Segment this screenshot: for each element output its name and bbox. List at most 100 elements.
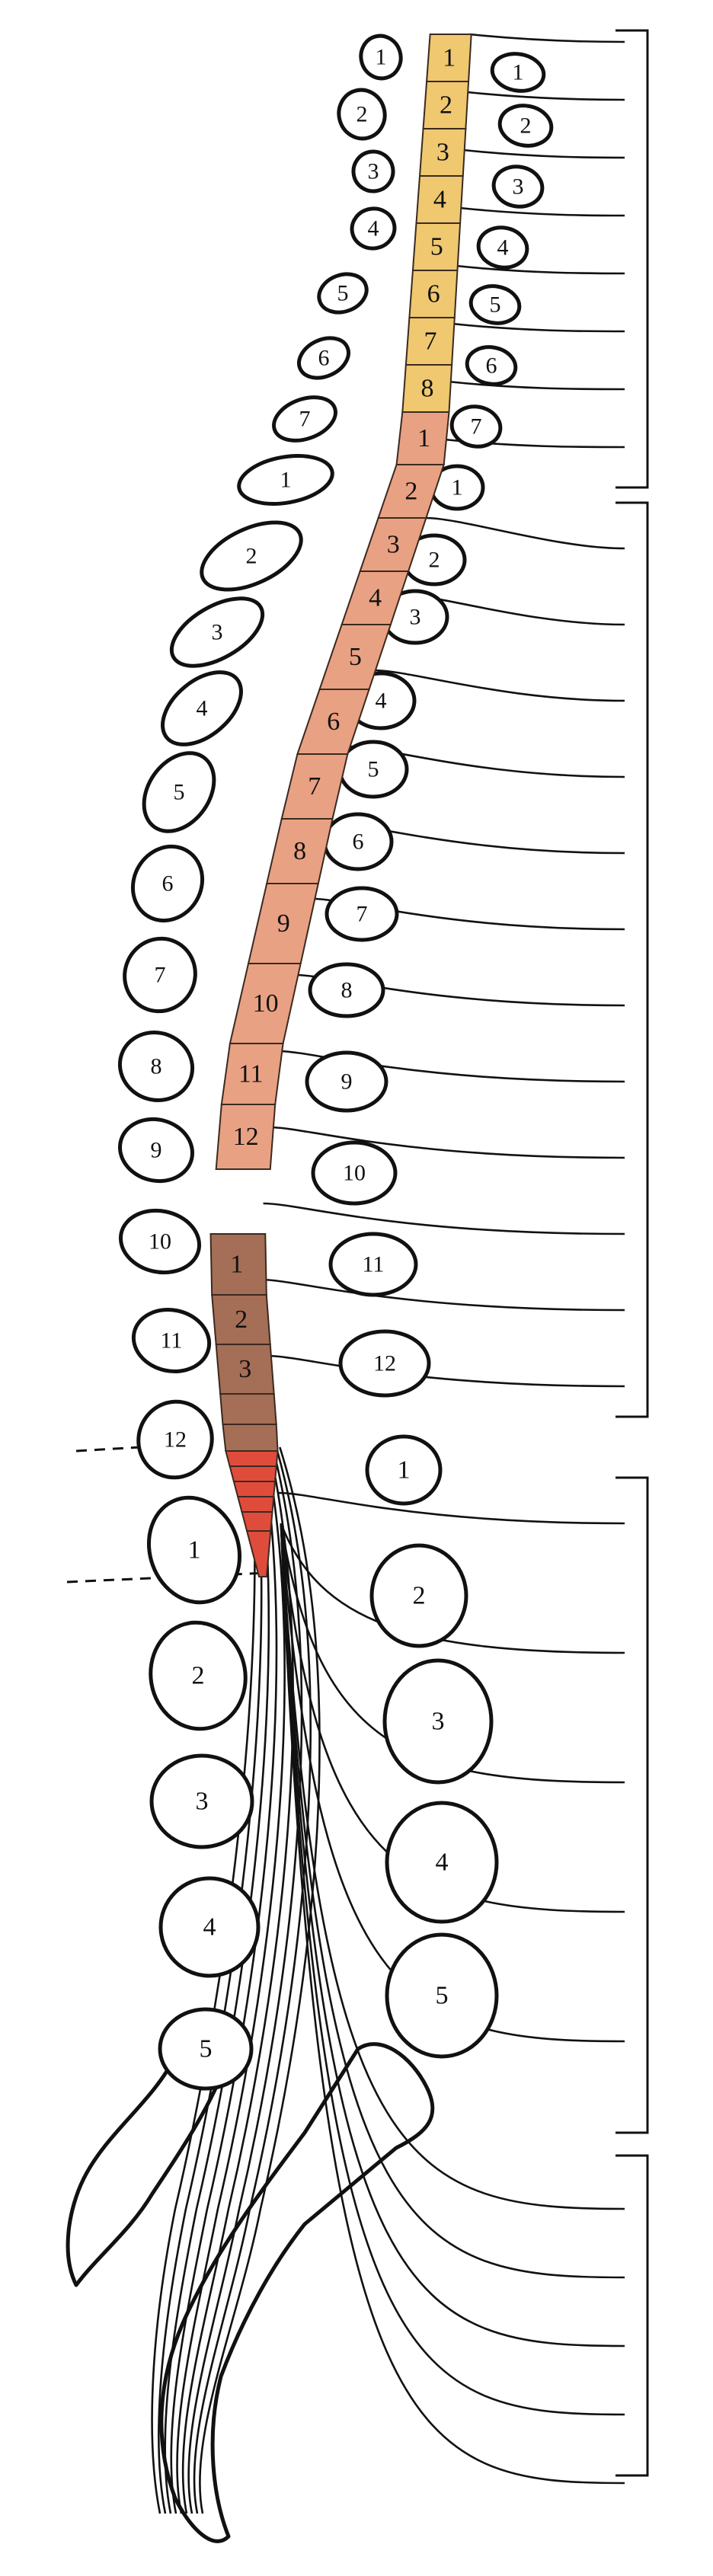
cord-lumbar-1-label: 1 bbox=[230, 1251, 243, 1279]
vertebra-lumbar-posterior-4-label: 4 bbox=[203, 1913, 216, 1942]
nerve-root-6 bbox=[452, 322, 625, 333]
vertebra-lumbar-anterior-2: 2 bbox=[369, 1543, 468, 1648]
nerve-root-7 bbox=[448, 380, 625, 391]
vertebra-cervical-posterior-3: 3 bbox=[351, 149, 395, 193]
vertebra-thoracic-anterior-10: 10 bbox=[311, 1140, 398, 1206]
vertebra-lumbar-anterior-4: 4 bbox=[385, 1801, 499, 1924]
vertebra-thoracic-posterior-10: 10 bbox=[118, 1208, 202, 1275]
cauda-equina-fiber-9 bbox=[199, 1446, 321, 2514]
cord-sacral-band-6 bbox=[245, 1530, 272, 1577]
vertebra-thoracic-anterior-1-label: 1 bbox=[452, 475, 463, 500]
cord-cervical-1-label: 1 bbox=[443, 44, 456, 72]
cauda-equina-fiber-8 bbox=[193, 1446, 312, 2514]
vertebra-thoracic-posterior-12: 12 bbox=[136, 1399, 214, 1480]
cord-thoracic-12 bbox=[215, 1104, 277, 1170]
vertebra-thoracic-anterior-4-label: 4 bbox=[376, 689, 387, 714]
cord-sacral-band-2 bbox=[229, 1465, 277, 1482]
cauda-equina-fiber-3 bbox=[164, 1446, 270, 2514]
nerve-root-18 bbox=[263, 1202, 625, 1235]
vertebra-thoracic-posterior-7-label: 7 bbox=[155, 963, 166, 988]
nerve-root-4 bbox=[459, 206, 625, 217]
conus-level-line-upper bbox=[75, 1446, 142, 1453]
vertebra-thoracic-posterior-9: 9 bbox=[117, 1117, 195, 1184]
cauda-equina-fiber-6 bbox=[181, 1446, 294, 2514]
vertebra-lumbar-anterior-3-label: 3 bbox=[432, 1708, 445, 1736]
cord-thoracic-10-label: 10 bbox=[253, 989, 279, 1018]
vertebra-thoracic-posterior-11-label: 11 bbox=[161, 1328, 183, 1354]
vertebra-thoracic-anterior-6: 6 bbox=[322, 812, 394, 871]
cord-sacral-band-1 bbox=[225, 1450, 279, 1467]
vertebra-lumbar-anterior-5-label: 5 bbox=[436, 1982, 449, 2010]
vertebra-thoracic-posterior-6: 6 bbox=[130, 844, 205, 923]
vertebra-thoracic-anterior-9: 9 bbox=[305, 1050, 388, 1113]
vertebra-thoracic-posterior-8: 8 bbox=[117, 1031, 195, 1102]
sacrum-outline bbox=[66, 2042, 435, 2543]
nerve-root-27 bbox=[280, 1523, 625, 2279]
vertebra-lumbar-anterior-1: 1 bbox=[365, 1434, 443, 1506]
vertebra-thoracic-posterior-3: 3 bbox=[169, 596, 265, 668]
vertebra-thoracic-posterior-4-label: 4 bbox=[197, 696, 208, 721]
vertebra-thoracic-anterior-2: 2 bbox=[401, 533, 467, 586]
vertebra-cervical-anterior-4: 4 bbox=[476, 225, 529, 270]
region-brackets bbox=[615, 29, 649, 2477]
vertebra-lumbar-posterior-2-label: 2 bbox=[192, 1662, 205, 1690]
vertebra-cervical-posterior-5-label: 5 bbox=[337, 281, 349, 306]
vertebra-thoracic-posterior-1-label: 1 bbox=[280, 468, 292, 493]
cord-lumbar-unlabeled-a bbox=[219, 1393, 277, 1425]
vertebra-cervical-anterior-4-label: 4 bbox=[497, 235, 509, 260]
nerve-root-20 bbox=[267, 1354, 625, 1388]
vertebra-lumbar-posterior-1-label: 1 bbox=[188, 1536, 201, 1564]
cord-thoracic-1-label: 1 bbox=[417, 424, 430, 452]
vertebra-thoracic-anterior-12: 12 bbox=[338, 1329, 431, 1398]
vertebra-lumbar-anterior-4-label: 4 bbox=[436, 1849, 449, 1877]
vertebra-cervical-anterior-1-label: 1 bbox=[513, 60, 524, 85]
vertebra-thoracic-posterior-7: 7 bbox=[123, 936, 197, 1014]
vertebra-thoracic-posterior-4: 4 bbox=[161, 670, 243, 746]
vertebra-lumbar-anterior-3: 3 bbox=[382, 1658, 494, 1785]
nerve-root-28 bbox=[280, 1523, 625, 2347]
vertebra-thoracic-posterior-11: 11 bbox=[131, 1308, 212, 1373]
vertebra-cervical-posterior-1-label: 1 bbox=[376, 45, 387, 70]
vertebra-lumbar-posterior-3-label: 3 bbox=[196, 1788, 209, 1816]
vertebra-thoracic-posterior-9-label: 9 bbox=[151, 1138, 162, 1163]
vertebra-cervical-anterior-6-label: 6 bbox=[486, 353, 497, 379]
cord-sacral-band-5 bbox=[241, 1511, 273, 1532]
nerve-root-9 bbox=[424, 516, 625, 550]
vertebra-thoracic-anterior-5-label: 5 bbox=[368, 757, 379, 782]
cord-thoracic-3-label: 3 bbox=[387, 531, 400, 559]
vertebra-thoracic-posterior-5: 5 bbox=[142, 751, 216, 833]
cord-sacral-band-3 bbox=[232, 1481, 277, 1497]
vertebra-cervical-posterior-3-label: 3 bbox=[368, 159, 379, 184]
vertebra-cervical-anterior-2: 2 bbox=[497, 104, 554, 148]
vertebra-cervical-anterior-3-label: 3 bbox=[513, 174, 524, 200]
nerve-root-21 bbox=[278, 1491, 625, 1525]
vertebra-lumbar-anterior-1-label: 1 bbox=[398, 1456, 411, 1485]
nerve-root-2 bbox=[467, 91, 625, 101]
vertebra-cervical-anterior-1: 1 bbox=[490, 52, 546, 93]
vertebra-lumbar-posterior-4: 4 bbox=[158, 1876, 261, 1978]
cord-lumbar-2-label: 2 bbox=[235, 1306, 248, 1334]
vertebra-thoracic-anterior-6-label: 6 bbox=[353, 829, 364, 855]
vertebra-lumbar-posterior-2: 2 bbox=[149, 1620, 248, 1731]
cord-thoracic-8-label: 8 bbox=[293, 837, 306, 865]
nerve-root-17 bbox=[269, 1126, 625, 1159]
vertebra-thoracic-anterior-7: 7 bbox=[325, 886, 399, 942]
vertebra-lumbar-anterior-5: 5 bbox=[385, 1932, 499, 2059]
vertebra-cervical-anterior-5-label: 5 bbox=[490, 292, 501, 318]
vertebra-thoracic-anterior-5: 5 bbox=[337, 740, 409, 799]
cord-cervical-6-label: 6 bbox=[427, 280, 440, 308]
cord-thoracic-2-label: 2 bbox=[404, 478, 417, 506]
vertebra-cervical-posterior-4: 4 bbox=[350, 206, 397, 251]
cord-cervical-8-label: 8 bbox=[420, 375, 433, 403]
cord-thoracic-12-label: 12 bbox=[233, 1123, 259, 1151]
vertebra-thoracic-anterior-2-label: 2 bbox=[429, 548, 440, 573]
cauda-equina-fiber-7 bbox=[187, 1446, 303, 2514]
cord-thoracic-7-label: 7 bbox=[308, 772, 321, 801]
vertebra-cervical-anterior-3: 3 bbox=[491, 165, 545, 209]
vertebra-cervical-posterior-2-label: 2 bbox=[356, 102, 368, 127]
cauda-equina-fiber-4 bbox=[170, 1446, 278, 2514]
vertebra-cervical-posterior-5: 5 bbox=[317, 272, 369, 315]
nerve-root-29 bbox=[280, 1523, 625, 2416]
